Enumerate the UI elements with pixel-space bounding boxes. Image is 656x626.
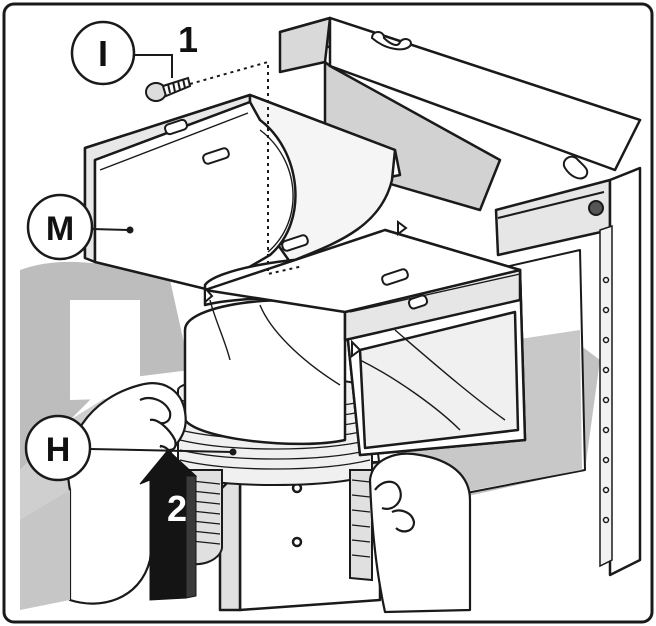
callout-hose-leader [89, 448, 233, 453]
adapter-tabs [164, 118, 429, 358]
right-hand [368, 452, 472, 614]
step-1-number: 1 [178, 19, 198, 60]
duct-adapter [83, 93, 527, 457]
callout-hose-circle [24, 414, 92, 482]
step-2-number: 2 [167, 488, 187, 529]
screw-icon [145, 76, 192, 102]
callout-hose-dot [229, 448, 237, 456]
callout-adapter-circle [26, 193, 94, 261]
side-rail [599, 224, 613, 568]
left-arm-shadow [20, 490, 70, 610]
callout-screw-circle [70, 20, 136, 86]
keyhole-slot-top [370, 31, 412, 51]
callout-screw-leader [134, 54, 173, 78]
callout-adapter-letter: M [46, 210, 74, 248]
mounting-screw-head [588, 200, 604, 216]
push-up-arrow [139, 449, 198, 601]
callout-hose-letter: H [46, 431, 71, 469]
callout-adapter: M [26, 193, 129, 261]
keyhole-slot-side [562, 155, 589, 180]
callout-adapter-leader [91, 228, 129, 231]
callout-screw-letter: I [98, 33, 108, 74]
screw-alignment-line [189, 60, 304, 276]
adapter-leader-dot [126, 226, 134, 234]
adapter-details [99, 112, 521, 431]
callout-screw: I [70, 20, 173, 86]
callout-hose: H [24, 414, 237, 482]
hood-rail [497, 191, 605, 219]
